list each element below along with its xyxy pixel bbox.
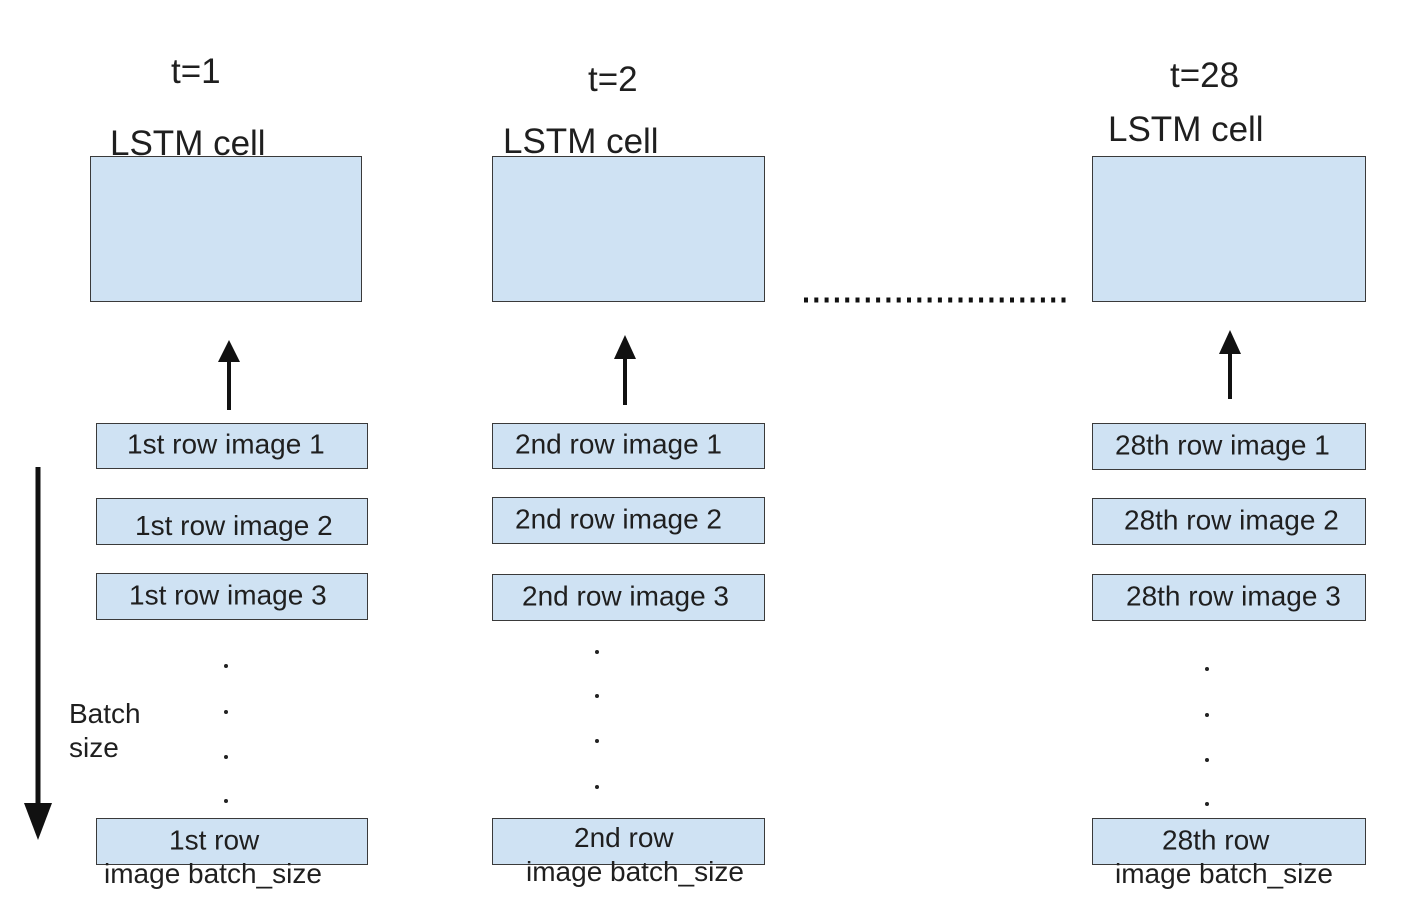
row-input-box: 2nd row image 3 <box>492 574 765 621</box>
batch-size-caption: image batch_size <box>104 858 322 889</box>
row-input-label-last: 28th row <box>1162 824 1270 856</box>
up-arrow-icon <box>1219 330 1241 399</box>
lstm-cell-box-t2 <box>492 156 765 302</box>
lstm-cell-box-t1 <box>90 156 362 302</box>
row-input-box: 1st row image 1 <box>96 423 368 469</box>
row-input-label: 2nd row image 1 <box>515 428 723 460</box>
lstm-cell-box-t28 <box>1092 156 1366 302</box>
row-input-box: 28th row image 3 <box>1092 574 1366 621</box>
vertical-ellipsis <box>595 650 599 789</box>
row-input-label: 1st row image 3 <box>129 579 327 611</box>
row-input-label: 1st row image 1 <box>127 428 325 460</box>
vertical-ellipsis <box>1205 667 1209 806</box>
row-input-label-last: 2nd row <box>574 821 674 853</box>
vertical-ellipsis <box>224 664 228 803</box>
time-label-t1: t=1 <box>171 52 221 91</box>
row-input-label: 28th row image 3 <box>1126 580 1341 612</box>
batch-down-arrow-icon <box>24 467 52 840</box>
row-input-label: 28th row image 2 <box>1124 504 1339 536</box>
row-input-label: 28th row image 1 <box>1115 429 1330 461</box>
lstm-cell-label-t28: LSTM cell <box>1108 110 1264 149</box>
up-arrow-icon <box>614 335 636 405</box>
time-label-t28: t=28 <box>1170 56 1240 95</box>
lstm-cell-label-t2: LSTM cell <box>503 122 659 161</box>
row-input-box: 2nd row image 1 <box>492 423 765 469</box>
row-input-label: 2nd row image 2 <box>515 503 723 535</box>
row-input-box: 2nd row image 2 <box>492 497 765 544</box>
row-input-label: 2nd row image 3 <box>522 580 730 612</box>
batch-size-caption: image batch_size <box>526 856 744 887</box>
row-input-box-last: 1st row <box>96 818 368 865</box>
row-input-box: 1st row image 2 <box>96 498 368 545</box>
row-input-box: 1st row image 3 <box>96 573 368 620</box>
time-label-t2: t=2 <box>588 60 638 99</box>
batch-label-line1: Batch <box>69 698 141 729</box>
batch-label-line2: size <box>69 732 119 763</box>
row-input-box-last: 2nd row <box>492 818 765 865</box>
row-input-label-last: 1st row <box>169 824 260 856</box>
row-input-box-last: 28th row <box>1092 818 1366 865</box>
up-arrow-icon <box>218 340 240 410</box>
row-input-label: 1st row image 2 <box>135 509 333 541</box>
batch-size-caption: image batch_size <box>1115 858 1333 889</box>
row-input-box: 28th row image 1 <box>1092 423 1366 470</box>
row-input-box: 28th row image 2 <box>1092 498 1366 545</box>
